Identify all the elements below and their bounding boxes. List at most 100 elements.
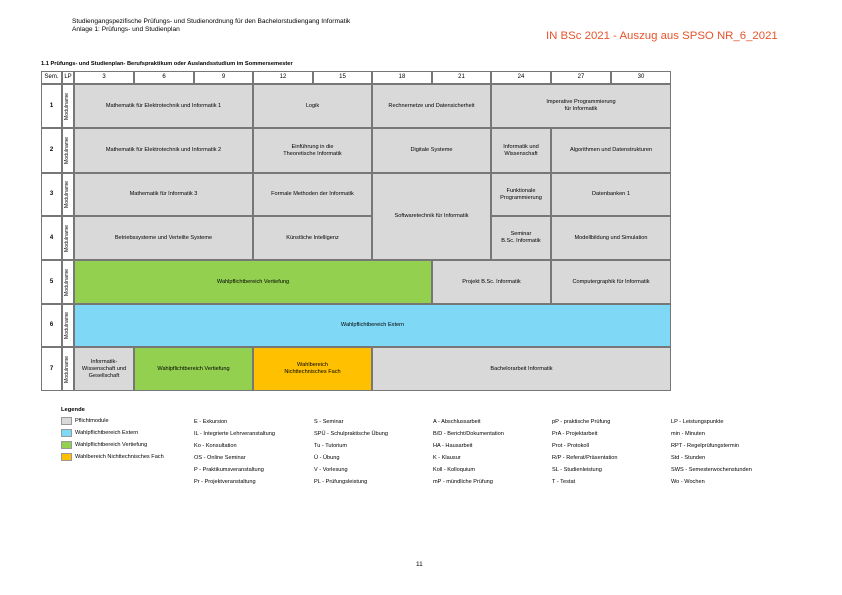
abbreviation: Std - Stunden [671,455,706,461]
module-cell: Computergraphik für Informatik [551,260,671,304]
module-cell: Betriebssysteme und Verteilte Systeme [74,216,253,260]
module-cell: Informatik- Wissenschaft und Gesellschaf… [74,347,134,391]
abbreviation: E - Exkursion [194,419,228,425]
module-cell: Formale Methoden der Informatik [253,173,372,216]
legend-item: Wahlpflichtbereich Vertiefung [61,441,147,449]
abbreviation: pP - praktische Prüfung [552,419,611,425]
modulname-label: Modulname [62,304,74,347]
legend-label: Wahlpflichtbereich Extern [75,430,139,436]
document-header: Studiengangspezifische Prüfungs- und Stu… [72,18,350,34]
sem-header: Sem. [41,71,62,84]
module-cell: Wahlpflichtbereich Extern [74,304,671,347]
module-cell: Funktionale Programmierung [491,173,551,216]
abbreviation: HA - Hausarbeit [433,443,473,449]
lp-column-header: 9 [194,71,253,84]
abbreviation: Prot - Protokoll [552,443,589,449]
abbreviation: Koll - Kolloquium [433,467,475,473]
lp-column-header: 21 [432,71,491,84]
modulname-label: Modulname [62,347,74,391]
abbreviation: SWS - Semesterwochenstunden [671,467,752,473]
abbreviation: T - Testat [552,479,576,485]
module-cell: Wahlpflichtbereich Vertiefung [134,347,253,391]
legend-title: Legende [61,407,85,413]
lp-header: LP [62,71,74,84]
module-cell: Mathematik für Elektrotechnik und Inform… [74,84,253,128]
lp-column-header: 12 [253,71,313,84]
module-cell: Einführung in die Theoretische Informati… [253,128,372,173]
abbreviation: K - Klausur [433,455,461,461]
abbreviation: P - Praktikumsveranstaltung [194,467,264,473]
modulname-label: Modulname [62,216,74,260]
lp-column-header: 24 [491,71,551,84]
semester-number: 2 [41,128,62,173]
abbreviation: Pr - Projektveranstaltung [194,479,256,485]
semester-number: 1 [41,84,62,128]
abbreviation: PrA - Projektarbeit [552,431,598,437]
module-cell: Datenbanken 1 [551,173,671,216]
module-cell: Mathematik für Informatik 3 [74,173,253,216]
module-cell: Bachelorarbeit Informatik [372,347,671,391]
abbreviation: LP - Leistungspunkte [671,419,724,425]
legend-swatch [61,429,72,437]
abbreviation: S - Seminar [314,419,344,425]
abbreviation: min - Minuten [671,431,705,437]
legend-swatch [61,453,72,461]
module-cell: Informatik und Wissenschaft [491,128,551,173]
abbreviation: Ü - Übung [314,455,340,461]
lp-column-header: 27 [551,71,611,84]
legend-item: Pflichtmodule [61,417,109,425]
header-line-2: Anlage 1: Prüfungs- und Studienplan [72,26,180,33]
abbreviation: IL - Integrierte Lehrveranstaltung [194,431,275,437]
section-title: 1.1 Prüfungs- und Studienplan- Berufspra… [41,61,293,67]
module-cell: Künstliche Intelligenz [253,216,372,260]
legend-label: Wahlpflichtbereich Vertiefung [75,442,148,448]
abbreviation: PL - Prüfungsleistung [314,479,368,485]
semester-number: 4 [41,216,62,260]
modulname-label: Modulname [62,260,74,304]
module-cell: Wahlbereich Nichttechnisches Fach [253,347,372,391]
module-cell: Logik [253,84,372,128]
modulname-label: Modulname [62,173,74,216]
abbreviation: SPÜ - Schulpraktische Übung [314,431,388,437]
page-number: 11 [416,561,423,568]
abbreviation: A - Abschlussarbeit [433,419,481,425]
lp-column-header: 30 [611,71,671,84]
module-cell: Softwaretechnik für Informatik [372,173,491,260]
document-code: IN BSc 2021 - Auszug aus SPSO NR_6_2021 [546,30,778,42]
semester-number: 7 [41,347,62,391]
study-plan-table: Sem. LP 3 6 9 12 15 18 21 24 27 30 1 2 3… [41,71,671,391]
legend-swatch [61,417,72,425]
semester-number: 5 [41,260,62,304]
module-cell: Modellbildung und Simulation [551,216,671,260]
abbreviation: Wo - Wochen [671,479,705,485]
abbreviation: mP - mündliche Prüfung [433,479,493,485]
module-cell: Projekt B.Sc. Informatik [432,260,551,304]
module-cell: Imperative Programmierung für Informatik [491,84,671,128]
abbreviation: OS - Online Seminar [194,455,246,461]
legend-item: Wahlpflichtbereich Extern [61,429,138,437]
header-line-1: Studiengangspezifische Prüfungs- und Stu… [72,18,351,25]
semester-number: 3 [41,173,62,216]
module-cell: Wahlpflichtbereich Vertiefung [74,260,432,304]
legend-swatch [61,441,72,449]
legend-item: Wahlbereich Nichttechnisches Fach [61,453,164,461]
module-cell: Mathematik für Elektrotechnik und Inform… [74,128,253,173]
legend-label: Wahlbereich Nichttechnisches Fach [75,454,164,460]
module-cell: Digitale Systeme [372,128,491,173]
legend-label: Pflichtmodule [75,418,109,424]
abbreviation: R/P - Referat/Präsentation [552,455,618,461]
module-cell: Algorithmen und Datenstrukturen [551,128,671,173]
abbreviation: Tu - Tutorium [314,443,348,449]
lp-column-header: 3 [74,71,134,84]
abbreviation: B/D - Bericht/Dokumentation [433,431,504,437]
module-cell: Rechnernetze und Datensicherheit [372,84,491,128]
abbreviation: V - Vorlesung [314,467,348,473]
modulname-label: Modulname [62,84,74,128]
modulname-label: Modulname [62,128,74,173]
abbreviation: SL - Studienleistung [552,467,602,473]
lp-column-header: 18 [372,71,432,84]
lp-column-header: 15 [313,71,372,84]
abbreviation: RPT - Regelprüfungstermin [671,443,739,449]
module-cell: Seminar B.Sc. Informatik [491,216,551,260]
abbreviation: Ko - Konsultation [194,443,237,449]
